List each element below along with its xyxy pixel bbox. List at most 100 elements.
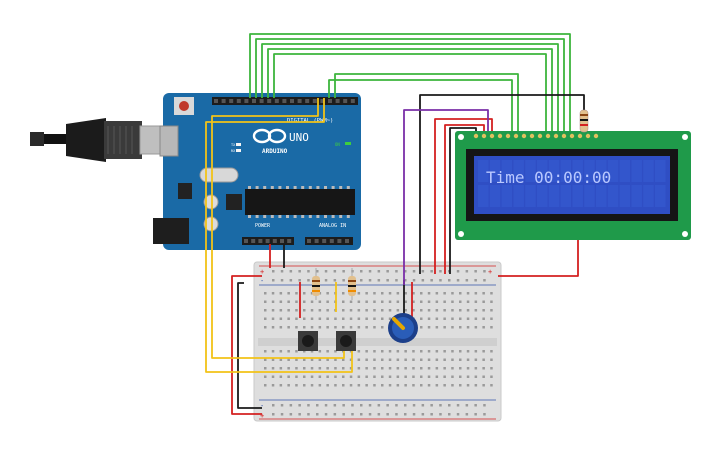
bb-hole: [427, 384, 431, 387]
bb-hole: [490, 367, 493, 370]
rail-hole: [483, 279, 486, 282]
rail-hole: [395, 270, 398, 273]
bb-hole: [466, 326, 470, 329]
bb-hole: [303, 292, 306, 295]
bb-hole: [443, 326, 446, 329]
bb-hole: [443, 309, 446, 312]
on-led: [345, 142, 351, 145]
rail-hole: [280, 413, 284, 416]
bb-hole: [420, 292, 423, 295]
lcd-16x2[interactable]: Time 00:00:00: [455, 131, 691, 240]
bb-hole: [264, 384, 267, 387]
chip-pin: [301, 186, 305, 189]
arduino-brand: ARDUINO: [262, 148, 288, 155]
rail-hole: [324, 404, 328, 407]
header-pin: [258, 239, 263, 243]
push-button-1[interactable]: [298, 331, 318, 351]
lcd-mount-hole: [682, 134, 688, 140]
lcd-pin: [521, 133, 527, 139]
rail-hole: [298, 279, 301, 282]
bb-hole: [443, 384, 446, 387]
push-button-2[interactable]: [336, 331, 356, 351]
bb-hole: [310, 375, 314, 378]
bb-hole: [295, 292, 298, 295]
header-pin: [252, 99, 256, 103]
lcd-cell: [501, 160, 513, 182]
bb-hole: [342, 326, 345, 329]
arduino-logo: [252, 128, 287, 144]
header-pin: [244, 99, 249, 103]
chip-pin: [316, 215, 320, 218]
header-pin: [267, 99, 272, 103]
bb-hole: [373, 317, 376, 320]
lcd-cell: [607, 185, 619, 207]
rail-hole: [342, 270, 345, 273]
resistor-2[interactable]: [348, 268, 356, 300]
bb-hole: [381, 300, 384, 303]
bb-hole: [482, 350, 485, 353]
bb-hole: [342, 384, 345, 387]
bb-hole: [295, 375, 298, 378]
bb-hole: [466, 350, 470, 353]
bb-hole: [279, 358, 283, 361]
lcd-cell: [560, 160, 572, 182]
rail-hole: [280, 279, 284, 282]
lcd-cell: [537, 185, 548, 207]
header-pin: [322, 239, 327, 243]
header-pin: [229, 99, 234, 103]
rail-hole: [298, 270, 301, 273]
bb-hole: [264, 317, 267, 320]
bb-hole: [287, 350, 290, 353]
wire-green-6: [328, 79, 513, 131]
lcd-pin: [473, 133, 479, 139]
bb-hole: [396, 300, 400, 303]
header-pin: [221, 99, 226, 103]
rail-hole: [474, 270, 477, 273]
lcd-cell: [631, 185, 642, 207]
bb-hole: [271, 384, 275, 387]
rail-hole: [465, 270, 469, 273]
bb-hole: [295, 350, 298, 353]
rail-hole: [465, 404, 469, 407]
breadboard[interactable]: + - + - +: [253, 261, 502, 422]
rail-hole: [333, 270, 337, 273]
rail-hole: [483, 413, 486, 416]
header-pin: [272, 239, 277, 243]
potentiometer[interactable]: [388, 313, 418, 343]
bb-hole: [459, 317, 462, 320]
wire-red-lcd-rs: [434, 118, 493, 274]
rail-bottom-plus-sign: +: [260, 412, 264, 420]
bb-hole: [295, 384, 298, 387]
bb-hole: [404, 358, 407, 361]
chip-pin: [346, 215, 350, 218]
rail-hole: [474, 413, 477, 416]
bb-hole: [318, 358, 322, 361]
chip-pin: [263, 186, 267, 189]
breadboard-center-gap: [258, 338, 497, 346]
rail-hole: [368, 404, 372, 407]
reset-button-cap[interactable]: [179, 101, 189, 111]
bb-hole: [459, 350, 462, 353]
bb-hole: [420, 375, 423, 378]
rail-hole: [377, 413, 381, 416]
lcd-cell: [572, 185, 583, 207]
rail-hole: [368, 413, 372, 416]
lcd-cell: [501, 185, 513, 207]
wire-green-7: [334, 73, 519, 131]
bb-hole: [388, 309, 392, 312]
rail-hole: [307, 404, 310, 407]
lcd-cell: [478, 160, 489, 182]
rail-hole: [272, 279, 275, 282]
bb-hole: [459, 358, 462, 361]
chip-pin: [263, 215, 267, 218]
resistor-1[interactable]: [312, 268, 320, 300]
rail-hole: [307, 413, 310, 416]
bb-hole: [443, 317, 446, 320]
bb-hole: [482, 358, 485, 361]
bb-hole: [490, 375, 493, 378]
bb-hole: [357, 292, 361, 295]
header-pin: [329, 239, 334, 243]
bb-hole: [435, 375, 439, 378]
resistor-lcd-backlight[interactable]: [579, 109, 589, 133]
header-pin: [312, 99, 317, 103]
